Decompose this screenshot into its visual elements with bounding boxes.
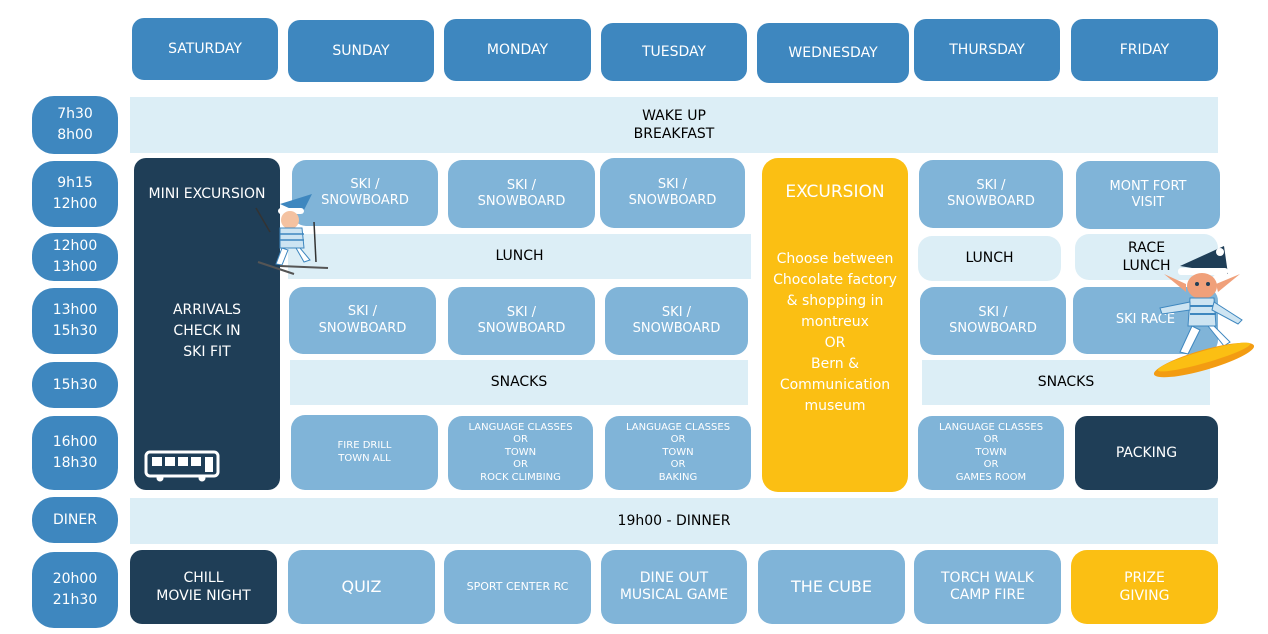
sunday-morning: SKI / SNOWBOARD [292, 160, 438, 226]
tuesday-afternoon: SKI / SNOWBOARD [605, 287, 748, 355]
day-header-monday: MONDAY [444, 19, 591, 81]
monday-morning: SKI / SNOWBOARD [448, 160, 595, 228]
saturday-evening: CHILL MOVIE NIGHT [130, 550, 277, 624]
friday-late: PACKING [1075, 416, 1218, 490]
time-slot-evening: 20h00 21h30 [32, 552, 118, 628]
thursday-late: LANGUAGE CLASSES OR TOWN OR GAMES ROOM [918, 416, 1064, 490]
sunday-afternoon: SKI / SNOWBOARD [289, 287, 436, 354]
dinner-bar: 19h00 - DINNER [130, 498, 1218, 544]
friday-evening: PRIZE GIVING [1071, 550, 1218, 624]
lunch-bar-sun-tue: LUNCH [288, 234, 751, 279]
bus-icon [144, 450, 220, 482]
breakfast-bar: WAKE UP BREAKFAST [130, 97, 1218, 153]
snowboarding-elf-icon [1153, 246, 1254, 378]
thursday-morning: SKI / SNOWBOARD [919, 160, 1063, 228]
thursday-afternoon: SKI / SNOWBOARD [920, 287, 1066, 355]
day-header-wednesday: WEDNESDAY [757, 23, 909, 83]
sunday-late: FIRE DRILL TOWN ALL [291, 415, 438, 490]
time-slot-late-afternoon: 16h00 18h30 [32, 416, 118, 490]
tuesday-morning: SKI / SNOWBOARD [600, 158, 745, 228]
excursion-options: Choose between Chocolate factory & shopp… [773, 251, 897, 414]
day-header-tuesday: TUESDAY [601, 23, 747, 81]
day-header-friday: FRIDAY [1071, 19, 1218, 81]
thursday-evening: TORCH WALK CAMP FIRE [914, 550, 1061, 624]
arrivals-label: ARRIVALS CHECK IN SKI FIT [172, 302, 242, 360]
time-slot-morning: 9h15 12h00 [32, 161, 118, 227]
time-slot-breakfast: 7h30 8h00 [32, 96, 118, 154]
time-slot-lunch: 12h00 13h00 [32, 233, 118, 281]
time-slot-afternoon: 13h00 15h30 [32, 288, 118, 354]
monday-late: LANGUAGE CLASSES OR TOWN OR ROCK CLIMBIN… [448, 416, 593, 490]
saturday-arrival-block: MINI EXCURSION ARRIVALS CHECK IN SKI FIT [134, 158, 280, 490]
snacks-bar-sun-tue: SNACKS [290, 360, 748, 405]
tuesday-late: LANGUAGE CLASSES OR TOWN OR BAKING [605, 416, 751, 490]
day-header-thursday: THURSDAY [914, 19, 1060, 81]
time-slot-snacks: 15h30 [32, 362, 118, 408]
sunday-evening: QUIZ [288, 550, 435, 624]
friday-morning: MONT FORT VISIT [1076, 161, 1220, 229]
time-slot-dinner: DINER [32, 497, 118, 543]
day-header-saturday: SATURDAY [132, 18, 278, 80]
thursday-lunch: LUNCH [918, 236, 1061, 281]
skiing-elf-icon [255, 194, 329, 275]
mini-excursion-label: MINI EXCURSION [148, 186, 266, 202]
monday-evening: SPORT CENTER RC [444, 550, 591, 624]
wednesday-evening: THE CUBE [758, 550, 905, 624]
wednesday-excursion: EXCURSION Choose between Chocolate facto… [762, 158, 908, 492]
day-header-sunday: SUNDAY [288, 20, 434, 82]
excursion-title: EXCURSION [785, 182, 885, 202]
monday-afternoon: SKI / SNOWBOARD [448, 287, 595, 355]
friday-lunch: RACE LUNCH [1075, 234, 1218, 280]
tuesday-evening: DINE OUT MUSICAL GAME [601, 550, 747, 624]
